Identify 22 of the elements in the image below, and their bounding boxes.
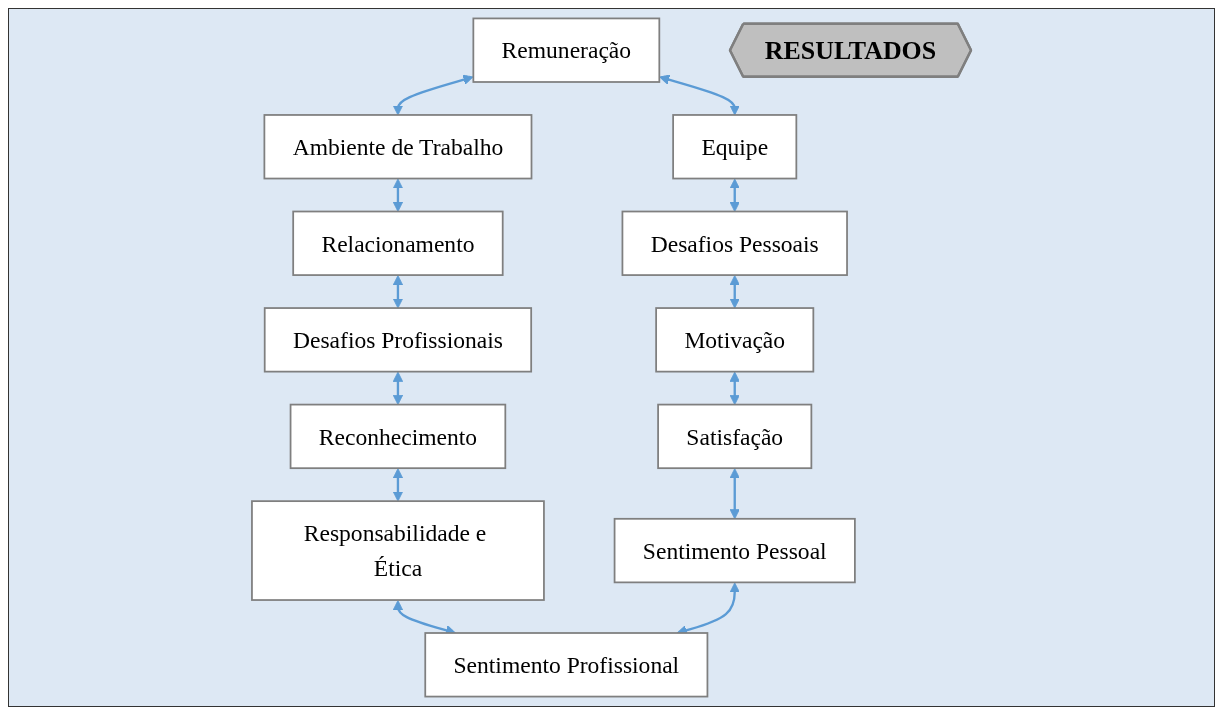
arrow <box>659 74 740 116</box>
arrow <box>729 178 740 212</box>
node-box: Satisfação <box>657 403 813 470</box>
node-box: Ambiente de Trabalho <box>263 114 533 180</box>
node-box: Desafios Pessoais <box>621 210 848 276</box>
node-box: Equipe <box>672 114 798 180</box>
arrow <box>392 371 404 406</box>
node-box: Remuneração <box>472 17 661 83</box>
arrow <box>392 178 404 212</box>
node-box: Reconhecimento <box>289 403 507 470</box>
node-box: Relacionamento <box>292 210 504 276</box>
node-box: Sentimento Profissional <box>424 632 709 698</box>
node-box: Responsabilidade e Ética <box>251 500 545 601</box>
arrow <box>392 468 404 502</box>
arrow <box>729 371 740 406</box>
arrow <box>392 275 404 309</box>
arrow <box>392 74 474 116</box>
node-box: Sentimento Pessoal <box>613 517 856 584</box>
node-box: Motivação <box>655 307 815 373</box>
arrow <box>729 275 740 309</box>
arrow <box>729 468 740 520</box>
node-box: Desafios Profissionais <box>263 307 533 373</box>
